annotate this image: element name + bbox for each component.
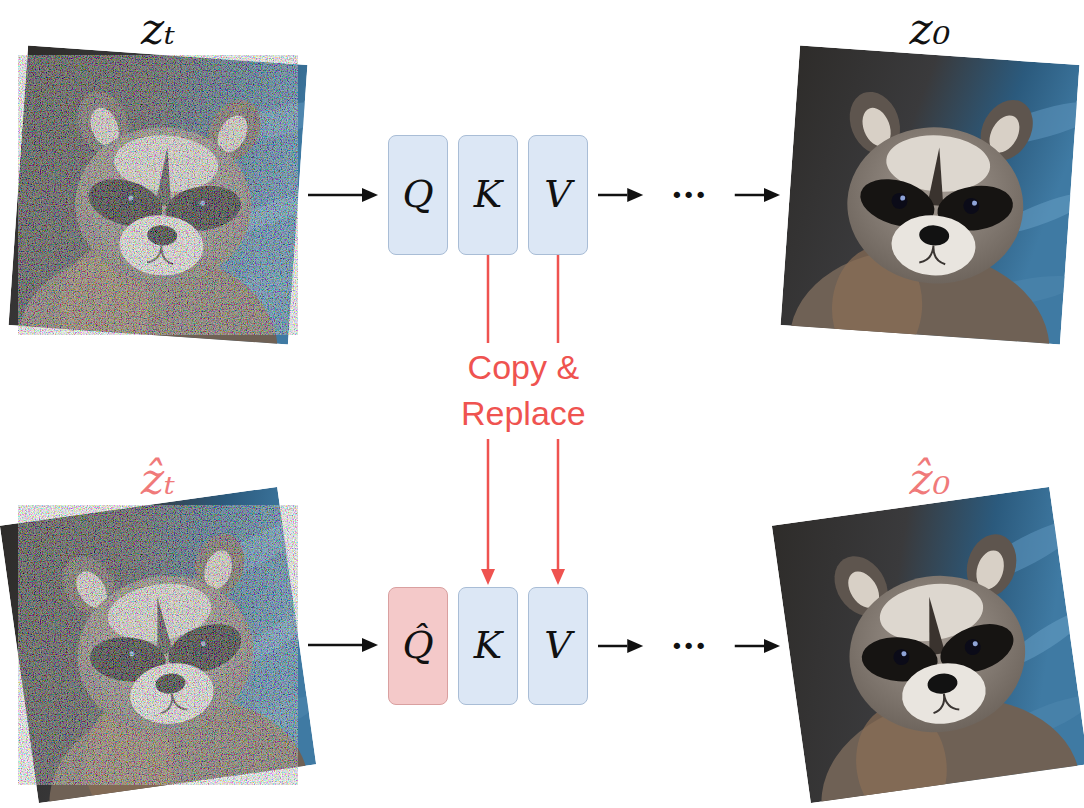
latent-label: z₀ xyxy=(910,5,951,53)
query-box: Q xyxy=(388,135,448,255)
connector-line xyxy=(735,194,764,197)
clean-output: z₀ xyxy=(790,55,1070,335)
attention-symbol: V xyxy=(544,174,571,216)
arrowhead xyxy=(627,188,643,202)
arrowhead xyxy=(481,569,495,585)
value-box: V xyxy=(528,135,588,255)
ellipsis-label: ··· xyxy=(669,629,709,663)
attention-symbol: K xyxy=(474,625,502,667)
arrowhead xyxy=(764,188,780,202)
operation-label: Copy & Replace xyxy=(457,343,590,439)
arrowhead xyxy=(764,639,780,653)
latent-label: ẑ₀ xyxy=(910,455,951,503)
arrowhead xyxy=(627,639,643,653)
clean-image xyxy=(773,46,1084,452)
noisy-latent: ẑₜ xyxy=(18,505,298,785)
connector-line xyxy=(735,645,764,648)
key-box: K xyxy=(458,135,518,255)
connector-line xyxy=(308,194,362,197)
flow-arrow xyxy=(308,638,378,652)
latent-label: zₜ xyxy=(141,5,175,53)
ellipsis-label: ··· xyxy=(669,178,709,212)
connector-line xyxy=(308,644,362,647)
query-box: Q̂ xyxy=(388,587,448,705)
flow-arrow xyxy=(308,188,378,202)
arrowhead xyxy=(362,188,378,202)
connector-line xyxy=(598,645,627,648)
value-box: V xyxy=(528,587,588,705)
arrowhead xyxy=(551,569,565,585)
clean-image xyxy=(772,483,1084,808)
attention-symbol: Q xyxy=(402,174,433,216)
latent-label: ẑₜ xyxy=(141,455,175,503)
noisy-image xyxy=(0,483,362,808)
attention-symbol: K xyxy=(474,174,502,216)
connector-line xyxy=(598,194,627,197)
arrowhead xyxy=(362,638,378,652)
edited-output: ẑ₀ xyxy=(790,505,1070,785)
noisy-latent: zₜ xyxy=(18,55,298,335)
noisy-image xyxy=(1,46,338,452)
attention-symbol: V xyxy=(544,625,571,667)
key-box: K xyxy=(458,587,518,705)
attention-symbol: Q̂ xyxy=(402,625,433,667)
